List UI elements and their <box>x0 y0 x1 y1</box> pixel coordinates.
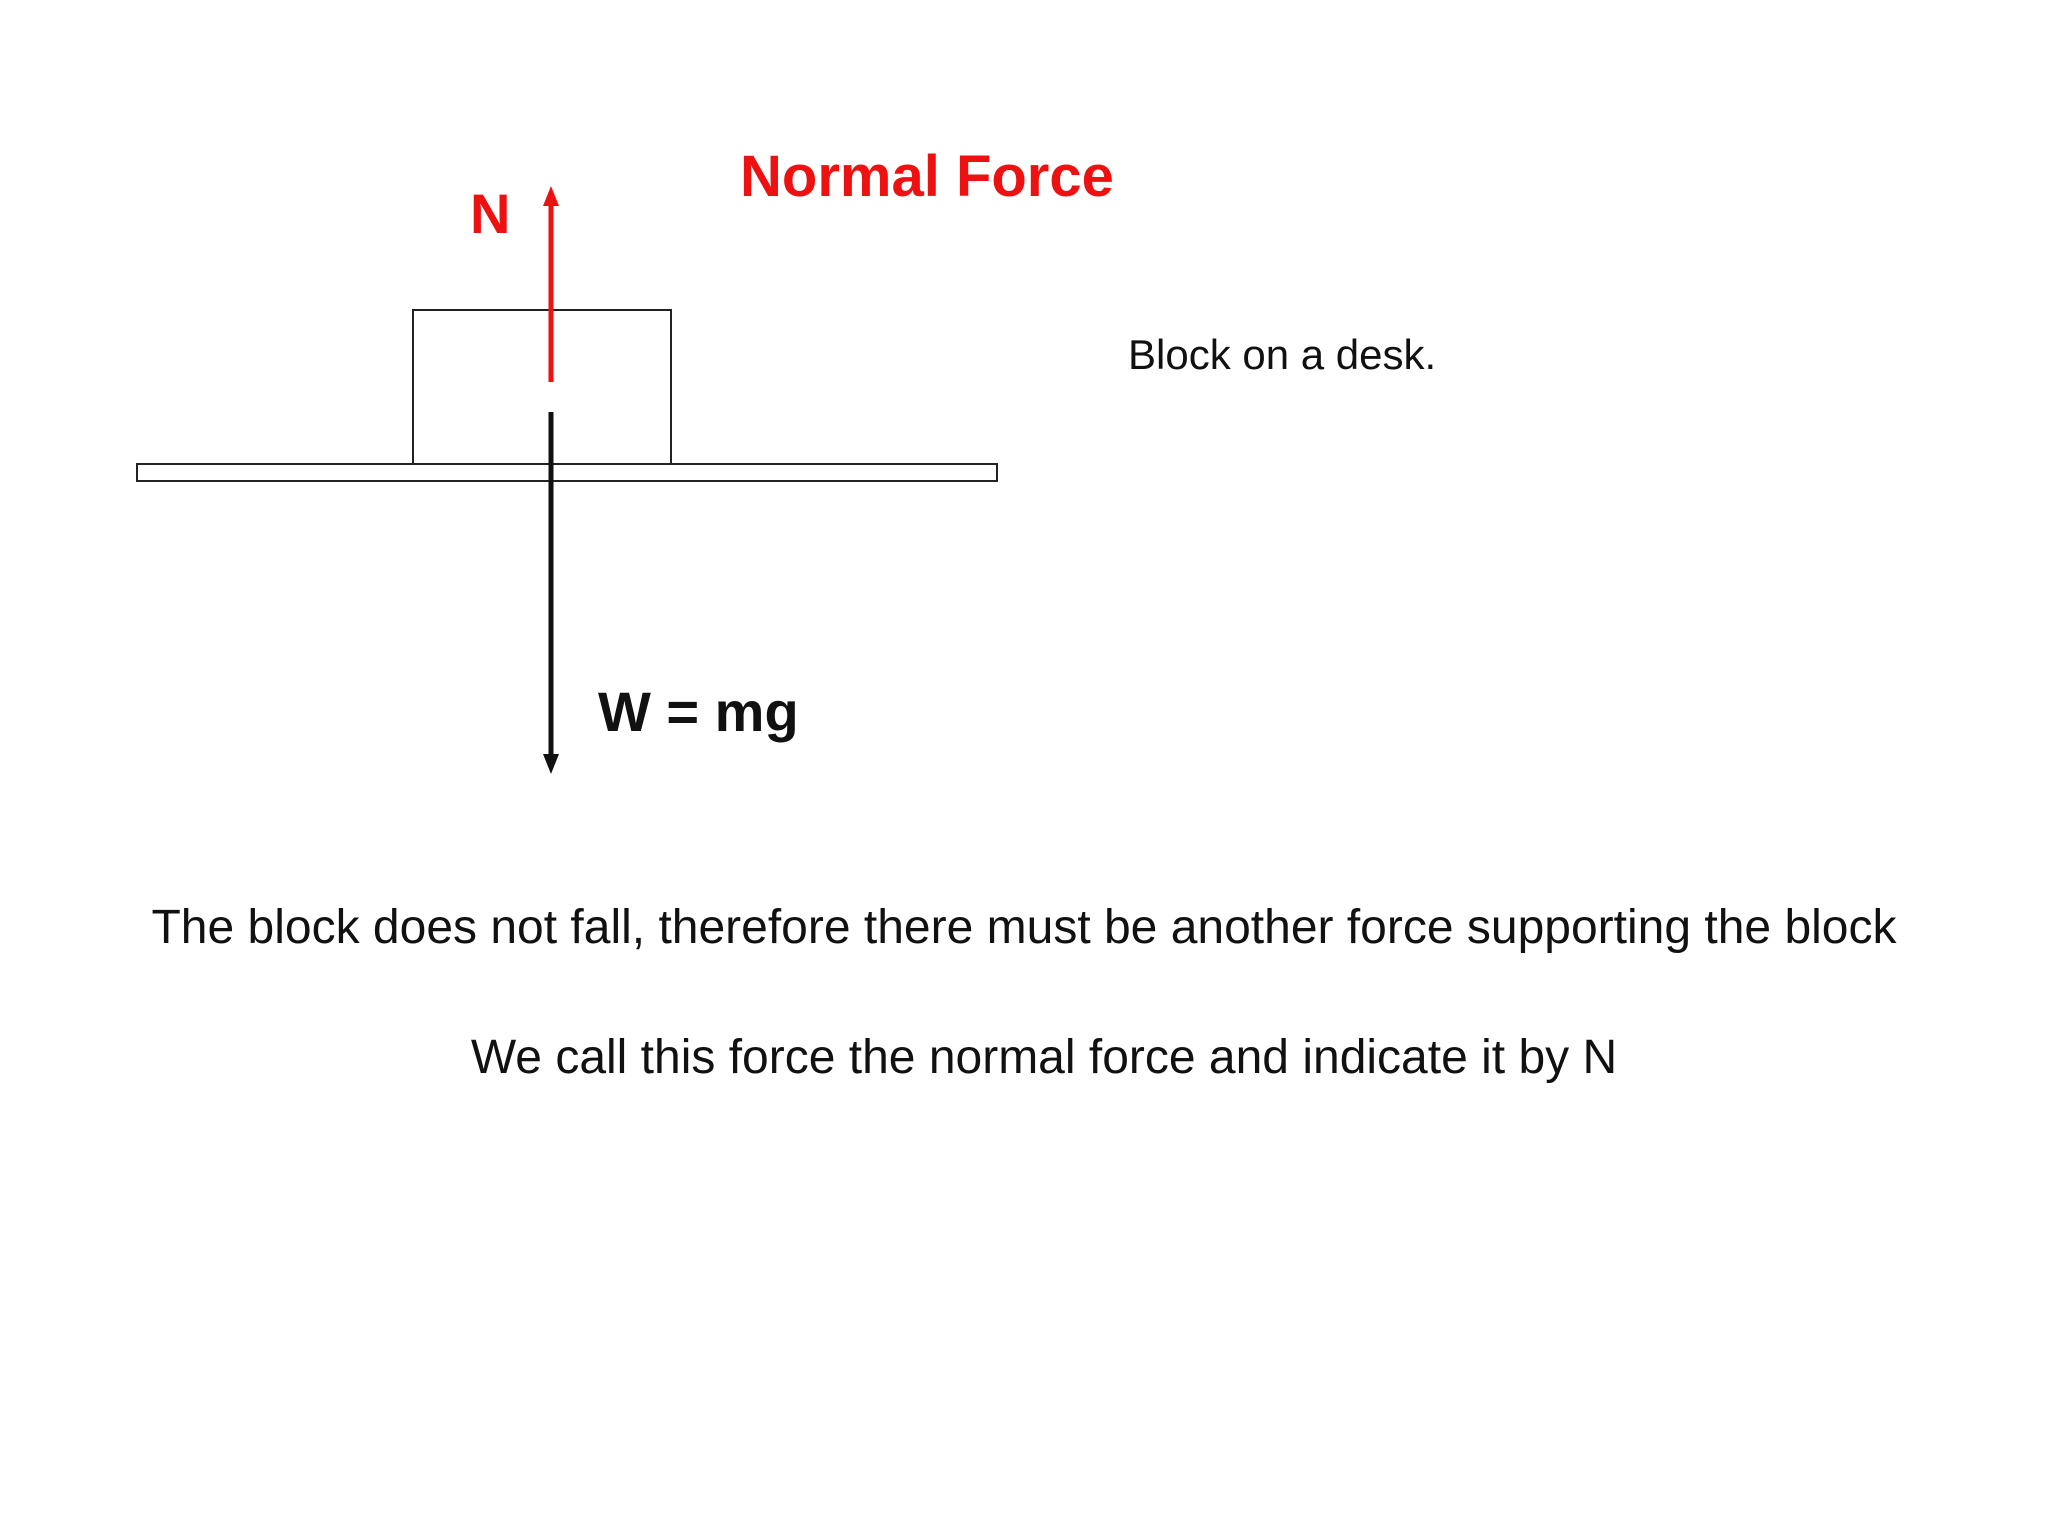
weight-force-arrowhead <box>543 754 559 774</box>
normal-force-label: N <box>470 182 511 245</box>
block <box>412 309 672 465</box>
explanation-line-1: The block does not fall, therefore there… <box>151 901 1897 954</box>
explanation-line-2: We call this force the normal force and … <box>470 1031 1618 1084</box>
diagram-caption: Block on a desk. <box>1128 331 1437 378</box>
desk <box>136 463 998 482</box>
normal-force-arrowhead <box>543 186 559 206</box>
weight-force-label: W = mg <box>598 680 799 743</box>
slide-title: Normal Force <box>740 144 1114 209</box>
